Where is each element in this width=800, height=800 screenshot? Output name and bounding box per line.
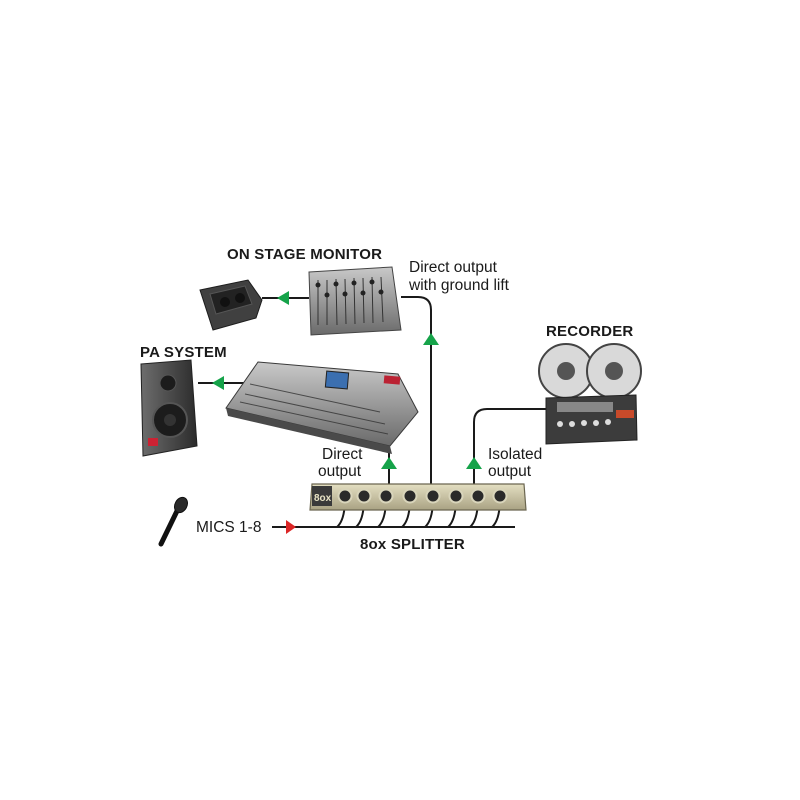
arrow-isolated-up (466, 457, 482, 469)
stage-monitor-speaker (199, 279, 263, 331)
label-isolated-output-2: output (488, 463, 532, 480)
label-mics: MICS 1-8 (196, 519, 262, 536)
microphone-icon (158, 496, 188, 547)
cable-ground-lift-output (401, 296, 432, 486)
arrow-to-monitor (277, 291, 289, 305)
label-splitter: 8ox SPLITTER (360, 536, 465, 553)
label-direct-output-1: Direct (322, 446, 363, 463)
label-direct-output-2: output (318, 463, 362, 480)
label-direct-output-ground-lift-1: Direct output (409, 259, 497, 276)
label-pa-system: PA SYSTEM (140, 344, 227, 361)
signal-arrows (212, 291, 482, 534)
reel-recorder (538, 343, 642, 445)
arrow-direct-up (381, 457, 397, 469)
mixing-console (225, 361, 419, 454)
arrow-to-pa (212, 376, 224, 390)
splitter-unit: 8ox (309, 483, 527, 511)
label-isolated-output-1: Isolated (488, 446, 543, 463)
label-recorder: RECORDER (546, 323, 634, 340)
pa-speaker (140, 359, 198, 457)
arrow-ground-lift-up (423, 333, 439, 345)
label-on-stage-monitor: ON STAGE MONITOR (227, 246, 383, 263)
label-direct-output-ground-lift-2: with ground lift (409, 277, 509, 294)
arrow-mics-in (286, 520, 296, 534)
cable-isolated-output (473, 408, 546, 486)
splitter-logo: 8ox (314, 493, 332, 504)
monitor-mixer (308, 266, 402, 336)
